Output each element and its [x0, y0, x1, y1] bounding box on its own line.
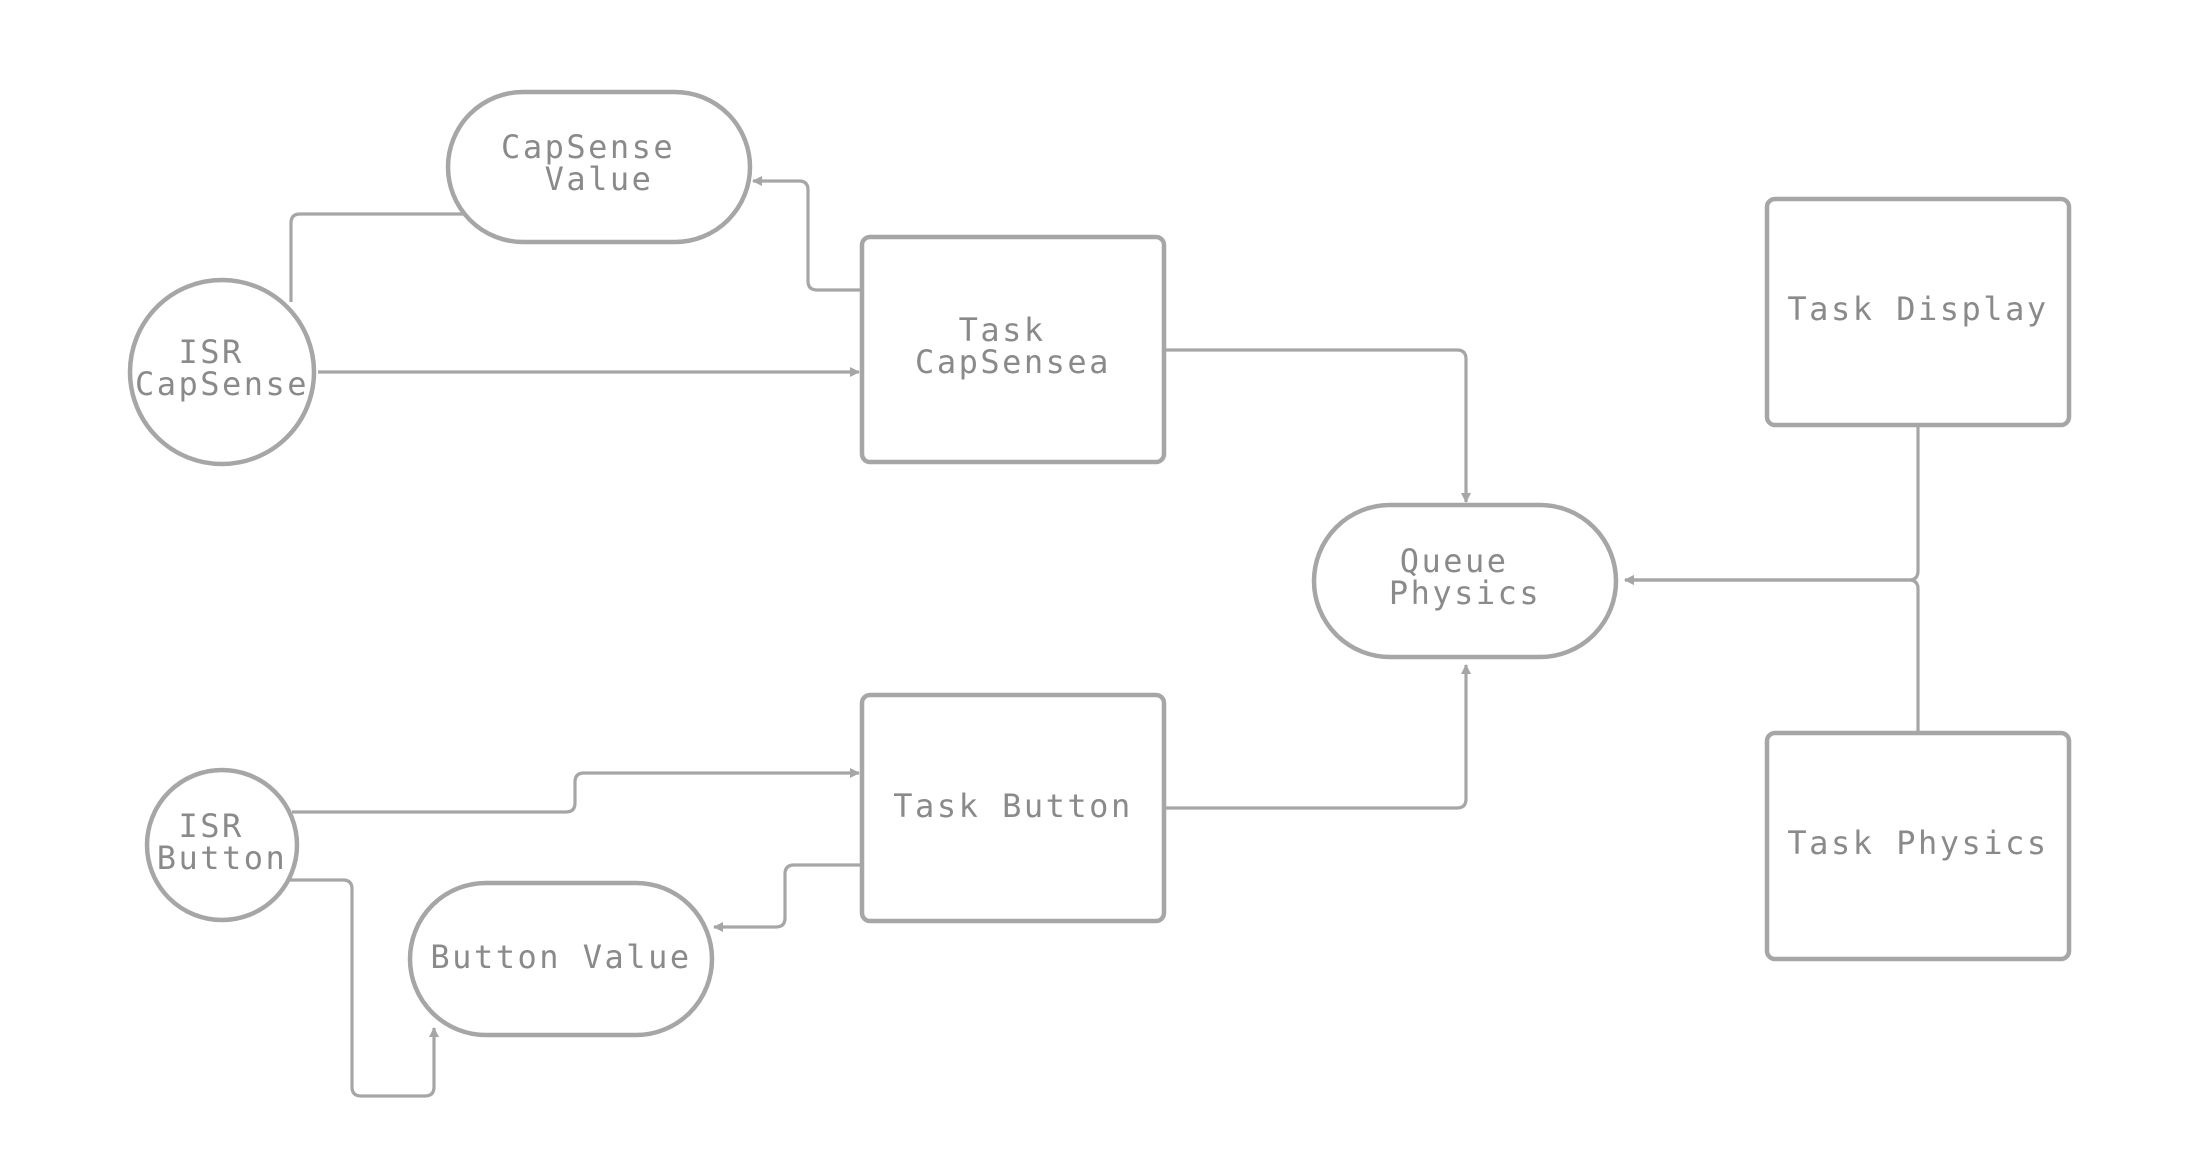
isr-button-label-line2: Button — [157, 839, 288, 877]
task-button[interactable]: Task Button — [859, 692, 1167, 924]
isr-button-label: ISR Button — [157, 807, 288, 877]
task-display-label-line1: Task Display — [1787, 290, 2048, 328]
task-capsense-label-line2: CapSensea — [915, 343, 1111, 381]
task-button-label-line1: Task Button — [893, 787, 1132, 825]
task-display-label: Task Display — [1787, 290, 2048, 328]
task-physics[interactable]: Task Physics — [1764, 730, 2072, 962]
task-physics-label-line1: Task Physics — [1787, 824, 2048, 862]
isr-button[interactable]: ISR Button — [144, 767, 300, 923]
button-value-label-line1: Button Value — [430, 938, 691, 976]
edge-isr-capsense-to-capsense-value — [289, 209, 479, 302]
edge-isr-button-to-button-value — [290, 878, 439, 1098]
button-value-label: Button Value — [430, 938, 691, 976]
task-display[interactable]: Task Display — [1764, 196, 2072, 428]
edge-task-button-to-queue-physics — [1166, 664, 1471, 810]
queue-physics-label-line1: Queue — [1400, 542, 1509, 580]
queue-physics[interactable]: Queue Physics — [1311, 502, 1619, 660]
task-button-label: Task Button — [893, 787, 1132, 825]
edge-isr-button-to-task-button — [292, 768, 860, 814]
isr-capsense-label-line2: CapSense — [135, 365, 309, 403]
connectors — [289, 176, 1920, 1098]
store-capsense-value[interactable]: CapSense Value — [445, 89, 753, 245]
task-capsense[interactable]: Task CapSensea — [859, 234, 1167, 465]
capsense-value-label-line2: Value — [545, 160, 654, 198]
store-button-value[interactable]: Button Value — [407, 880, 715, 1038]
capsense-value-label: CapSense Value — [501, 128, 697, 198]
edge-task-capsense-to-capsense-value — [752, 176, 862, 292]
edge-task-button-to-button-value — [713, 863, 862, 932]
edge-task-physics-to-queue-physics — [1624, 575, 1920, 733]
queue-physics-label-line2: Physics — [1389, 574, 1541, 612]
isr-capsense[interactable]: ISR CapSense — [127, 277, 317, 467]
edge-task-display-to-queue-physics — [1624, 425, 1920, 585]
isr-button-label-line1: ISR — [178, 807, 243, 845]
capsense-value-label-line1: CapSense — [501, 128, 675, 166]
task-capsense-label: Task CapSensea — [915, 311, 1111, 381]
isr-capsense-label: ISR CapSense — [135, 333, 309, 403]
task-capsense-label-line1: Task — [959, 311, 1046, 349]
queue-physics-label: Queue Physics — [1389, 542, 1541, 612]
edge-task-capsense-to-queue-physics — [1166, 348, 1471, 503]
task-physics-label: Task Physics — [1787, 824, 2048, 862]
isr-capsense-label-line1: ISR — [178, 333, 243, 371]
